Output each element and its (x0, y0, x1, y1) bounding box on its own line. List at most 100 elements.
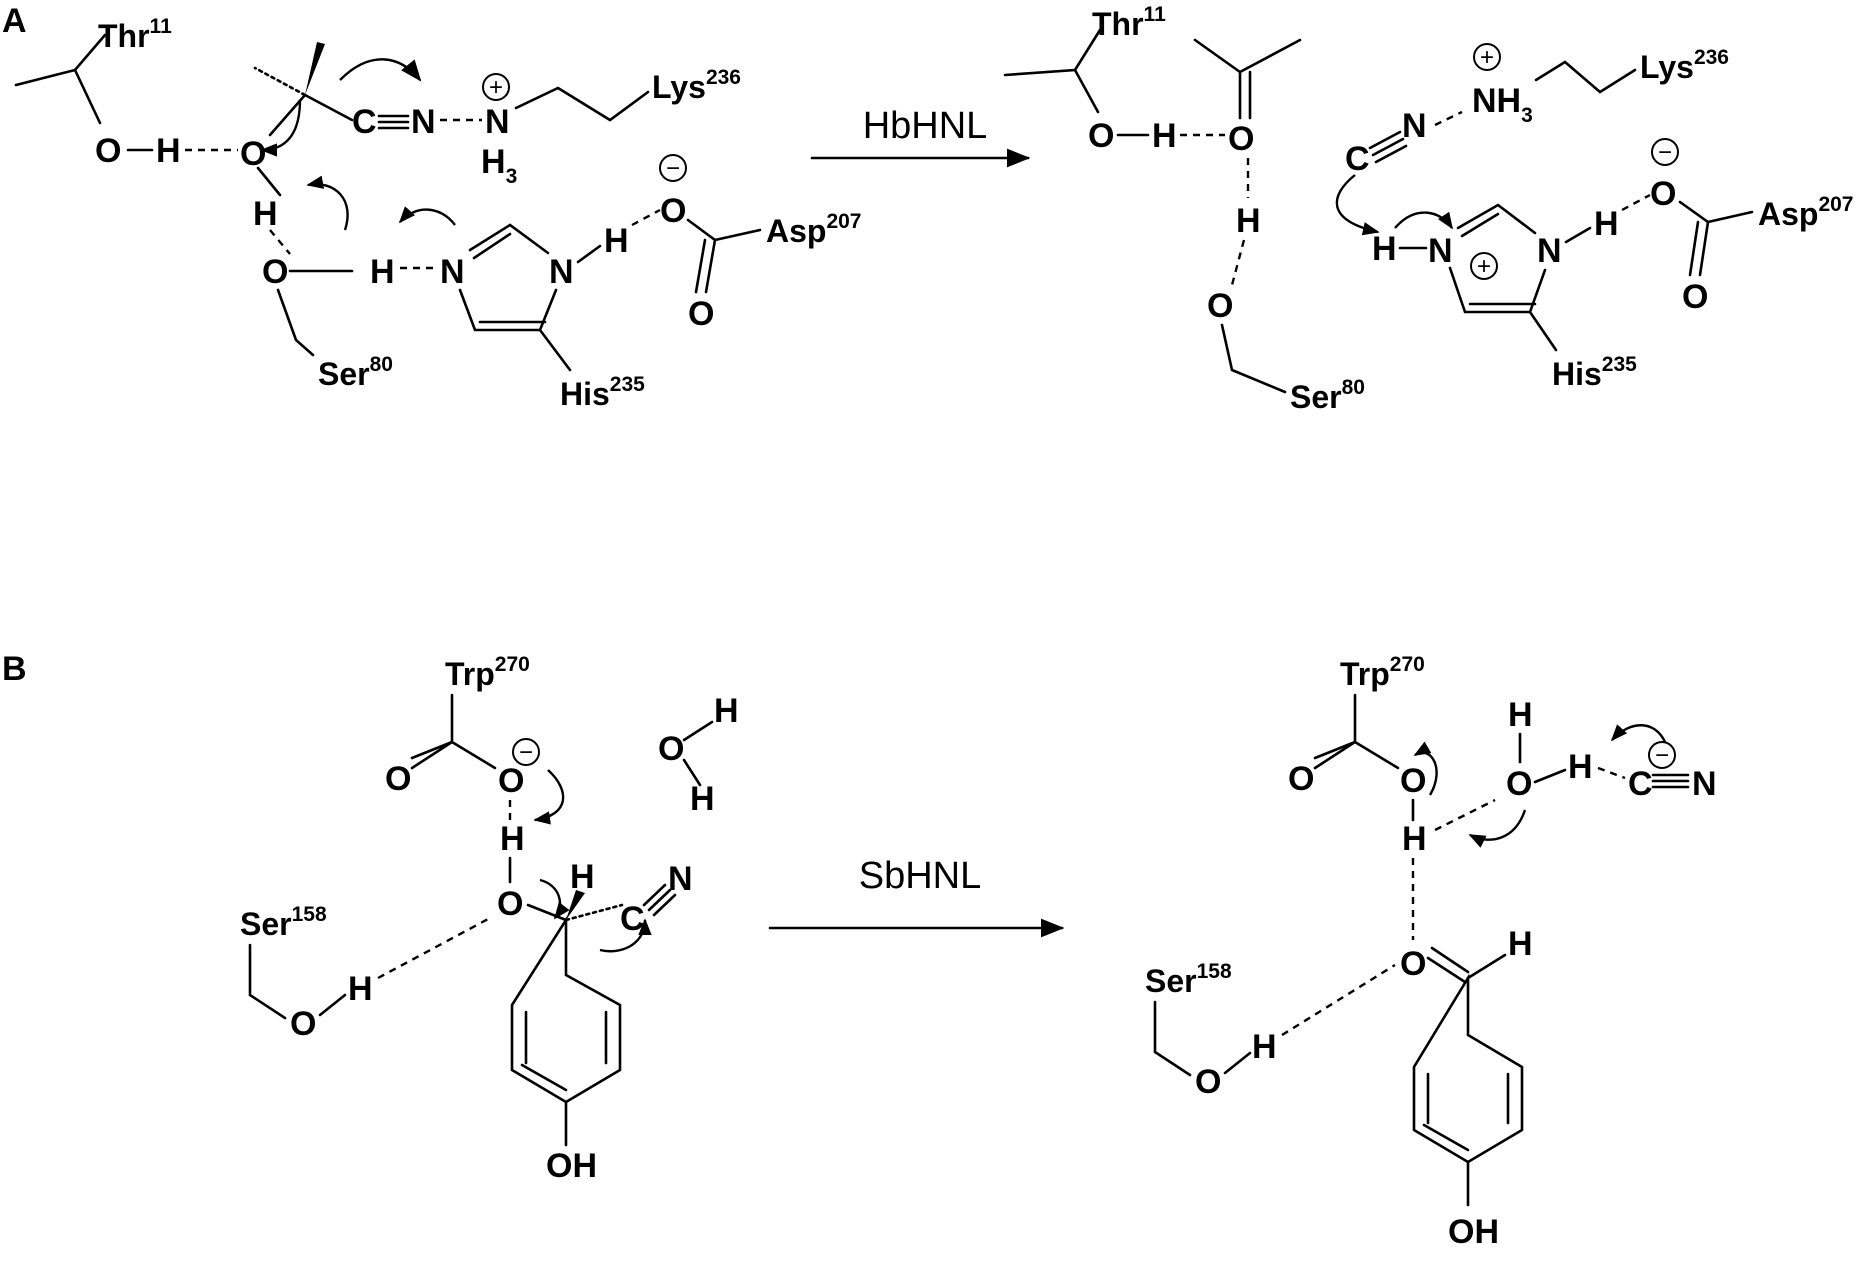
asp207-product-oxygen-anion: O (1650, 175, 1676, 213)
ser158-product-oh-bond (1223, 1051, 1252, 1075)
substrate-b-hashed-cn (564, 903, 624, 922)
acetone-oxygen: O (1228, 120, 1254, 158)
hcn-triple-bond (1368, 130, 1408, 164)
ser80-product-oxygen: O (1207, 287, 1233, 325)
ser80-product-label: Ser80 (1290, 376, 1365, 415)
hbond-water-cyanide (1597, 766, 1626, 780)
water-product-oxygen: O (1506, 765, 1532, 803)
his235-product-h-right: H (1594, 205, 1619, 243)
asp207-minus-sign: − (666, 155, 680, 182)
panel-b-enzyme-label: SbHNL (859, 855, 982, 897)
lys236-plus-charge (482, 73, 510, 101)
thr11-product-oxygen: O (1088, 117, 1114, 155)
hcn-carbon: C (1345, 140, 1370, 178)
substrate-b-triple-bond (642, 883, 677, 917)
asp207-carboxylate (686, 218, 762, 294)
cyanide-triple-bond (1651, 773, 1690, 789)
ser158-oh-bond (318, 993, 347, 1017)
ser158-product-hydrogen: H (1252, 1028, 1277, 1066)
cyanide-nitrogen: N (1692, 765, 1717, 803)
substrate-oh-bond (256, 166, 282, 197)
nitrile-carbon: C (352, 103, 377, 141)
his235-ring-bottom (458, 288, 558, 332)
trp270-carboxylate-bonds (410, 693, 497, 770)
ser80-product-hydrogen: H (1236, 202, 1261, 240)
hbond-substrate-ser80 (269, 229, 291, 255)
substrate-b-wedge-h (566, 890, 585, 920)
substrate-hydroxyl-h: H (253, 195, 278, 233)
substrate-b-hydroxyl-h: H (500, 820, 525, 858)
thr11-sidechain-bonds (14, 33, 107, 125)
trp270-minus-sign: − (519, 739, 533, 766)
arrow-trp-to-h (533, 769, 565, 825)
nitrile-nitrogen: N (411, 103, 436, 141)
panel-a-reactant: Thr11 O H O C N N + H3 Lys236 H (14, 15, 862, 412)
arrow-cyanide-return (1335, 174, 1380, 236)
arrow-proton-to-his (1394, 211, 1453, 230)
substrate-b-phenol-oh: OH (546, 1147, 597, 1185)
ser80-product-chain (1220, 323, 1287, 394)
his235-product-nh-right (1564, 226, 1592, 244)
panel-b-reactant: Trp270 O O − H O O H H H C N (240, 653, 739, 1185)
his235-hydrogen: H (604, 222, 629, 260)
substrate-oxygen: O (240, 135, 266, 173)
aldehyde-double-bond (1426, 946, 1470, 984)
panel-a-product: Thr11 O H O H O Ser80 + NH3 Lys236 N C (1003, 3, 1854, 415)
thr11-product-label: Thr11 (1092, 3, 1166, 42)
nitrile-triple-bond (377, 114, 410, 130)
trp270-product-oxygen: O (1400, 762, 1426, 800)
substrate-b-nitrile-nitrogen: N (668, 860, 693, 898)
water-oxygen: O (658, 730, 684, 768)
water-bonds (682, 720, 714, 787)
thr11-oxygen: O (95, 132, 121, 170)
substrate-hashed-methyl (253, 66, 307, 97)
arrow-h-to-trp (1413, 741, 1438, 796)
trp270-oxygen-anion: O (498, 762, 524, 800)
product-b-phenol-oh: OH (1448, 1213, 1499, 1251)
cyanide-minus-sign: − (1655, 742, 1669, 769)
trp270-carbonyl-oxygen: O (385, 760, 411, 798)
asp207-label: Asp207 (766, 210, 862, 249)
hbond-h-ser80 (1230, 239, 1246, 286)
substrate-b-nitrile-carbon: C (620, 900, 645, 938)
hbond-his235-asp207 (631, 208, 661, 227)
water-product-top-h: H (1508, 696, 1533, 734)
water-hydrogen-1: H (714, 692, 739, 730)
panel-b-label: B (2, 650, 27, 688)
arrow-water-to-h (1468, 809, 1527, 848)
aldehyde-oxygen: O (1400, 945, 1426, 983)
trp270-product-carbonyl-oxygen: O (1288, 760, 1314, 798)
water-product-right-h: H (1568, 748, 1593, 786)
panel-a-enzyme-label: HbHNL (863, 105, 988, 147)
ser80-label: Ser80 (318, 353, 393, 392)
arrow-oh-to-o (306, 175, 349, 231)
lys236-chain (514, 86, 650, 122)
lys236-product-nh3: NH3 (1472, 82, 1533, 127)
ser80-oxygen: O (262, 253, 288, 291)
lys236-product-plus-charge (1473, 43, 1501, 71)
his235-label: His235 (560, 373, 645, 412)
his235-product-n-pi: N (1428, 232, 1453, 270)
hbond-ser158-aldehyde (1281, 963, 1396, 1037)
ser158-label: Ser158 (240, 903, 327, 942)
hbond-h-water (1434, 798, 1496, 832)
substrate-b-phenol-ring (510, 915, 622, 1104)
asp207-product-carboxylate (1678, 200, 1754, 277)
asp207-oxygen-anion: O (660, 192, 686, 230)
lys236-product-label: Lys236 (1640, 46, 1729, 85)
thr11-product-sidechain-bonds (1003, 28, 1102, 114)
asp207-product-label: Asp207 (1758, 193, 1854, 232)
ser80-hydrogen: H (370, 253, 395, 291)
his235-product-ring-top (1456, 203, 1537, 238)
lys236-nitrogen: N (485, 103, 510, 141)
acetone-bonds (1193, 38, 1302, 120)
asp207-minus-charge (659, 154, 687, 182)
panel-a-label: A (2, 2, 27, 40)
cyanide-carbon: C (1628, 765, 1653, 803)
his235-product-ring-bottom (1448, 266, 1547, 314)
his235-product-label: His235 (1552, 353, 1637, 392)
trp270-minus-charge (512, 738, 540, 766)
panel-a: A Thr11 O H O C N N + H3 Lys2 (2, 2, 1854, 415)
his235-n-pi: N (440, 253, 465, 291)
thr11-label: Thr11 (98, 15, 172, 54)
